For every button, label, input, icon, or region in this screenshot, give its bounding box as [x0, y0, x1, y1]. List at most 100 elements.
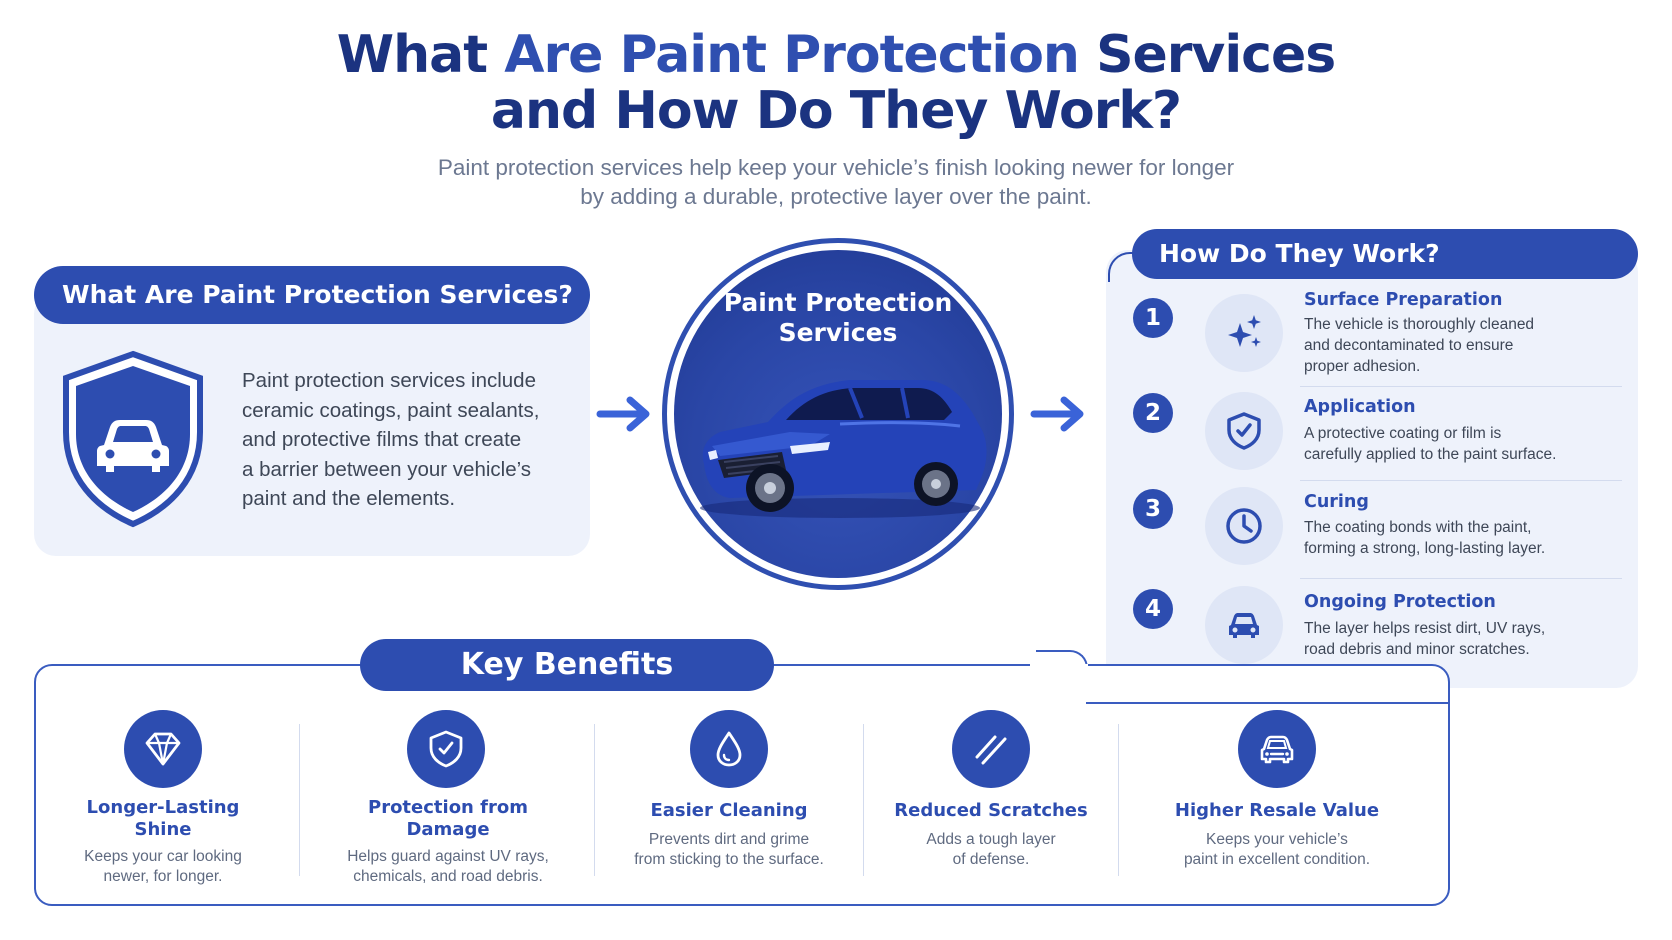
- step-desc-line: The vehicle is thoroughly cleaned: [1304, 316, 1535, 333]
- step-number-4: 4: [1133, 589, 1173, 629]
- benefit-title-line: Reduced Scratches: [894, 800, 1088, 821]
- benefit-desc-line: of defense.: [952, 851, 1030, 868]
- step-title-2: Application: [1304, 397, 1416, 417]
- step-description-1: The vehicle is thoroughly cleaned and de…: [1304, 314, 1604, 377]
- benefit-title-line: Protection from: [368, 797, 528, 818]
- sparkles-icon: [1228, 315, 1261, 347]
- benefit-title-line: Shine: [134, 819, 192, 840]
- step-number-3: 3: [1133, 489, 1173, 529]
- step-desc-line: The coating bonds with the paint,: [1304, 519, 1532, 536]
- step-icon-circle: [1205, 487, 1283, 565]
- step-desc-line: carefully applied to the paint surface.: [1304, 446, 1557, 463]
- benefit-desc-line: chemicals, and road debris.: [353, 868, 543, 885]
- benefit-divider: [1118, 724, 1119, 876]
- step-desc-line: forming a strong, long-lasting layer.: [1304, 540, 1546, 557]
- title-word-what: What: [336, 25, 488, 85]
- benefit-desc-line: Helps guard against UV rays,: [347, 848, 549, 865]
- benefit-desc-line: paint in excellent condition.: [1183, 851, 1371, 868]
- page-title-line-2: and How Do They Work?: [0, 82, 1672, 140]
- what-are-description: Paint protection services include cerami…: [242, 366, 562, 514]
- step-divider: [1300, 480, 1622, 481]
- benefit-desc-line: Adds a tough layer: [926, 831, 1056, 848]
- benefit-title-line: Damage: [406, 819, 490, 840]
- page-title-line-1: What Are Paint Protection Services: [0, 26, 1672, 84]
- benefit-icon-circle: [407, 710, 485, 788]
- benefit-description-5: Keeps your vehicle’s paint in excellent …: [1152, 830, 1402, 870]
- description-line: paint and the elements.: [242, 487, 456, 510]
- benefit-desc-line: Keeps your car looking: [84, 848, 242, 865]
- how-they-work-heading: How Do They Work?: [1132, 229, 1638, 279]
- step-divider: [1300, 386, 1622, 387]
- step-icon-circle: [1205, 392, 1283, 470]
- benefit-desc-line: newer, for longer.: [103, 868, 223, 885]
- description-line: ceramic coatings, paint sealants,: [242, 398, 540, 422]
- benefit-title-4: Reduced Scratches: [880, 800, 1102, 822]
- shield-check-icon: [1227, 412, 1261, 450]
- diamond-icon: [145, 732, 181, 766]
- title-words-are-paint-protection: Are Paint Protection: [504, 25, 1080, 85]
- step-title-1: Surface Preparation: [1304, 290, 1503, 310]
- blue-sedan-illustration: [700, 380, 987, 518]
- how-they-work-panel: [1106, 250, 1638, 688]
- benefits-box-top-border: [1086, 702, 1450, 704]
- arrow-right-icon: [1030, 396, 1084, 432]
- benefit-divider: [863, 724, 864, 876]
- scratch-lines-icon: [975, 735, 1007, 765]
- benefit-title-line: Easier Cleaning: [650, 800, 808, 821]
- benefit-description-4: Adds a tough layer of defense.: [880, 830, 1102, 870]
- step-divider: [1300, 578, 1622, 579]
- benefit-divider: [299, 724, 300, 876]
- benefit-icon-circle: [1238, 710, 1316, 788]
- step-description-4: The layer helps resist dirt, UV rays, ro…: [1304, 618, 1604, 660]
- benefit-icon-circle: [952, 710, 1030, 788]
- shield-check-icon: [429, 730, 463, 768]
- title-line-2-text: and How Do They Work?: [490, 81, 1182, 141]
- benefit-desc-line: from sticking to the surface.: [634, 851, 824, 868]
- benefit-title-3: Easier Cleaning: [604, 800, 854, 822]
- key-benefits-heading: Key Benefits: [360, 639, 774, 691]
- step-description-2: A protective coating or film is carefull…: [1304, 423, 1604, 465]
- center-title-line-2: Services: [778, 318, 898, 347]
- arrow-right-icon: [596, 396, 650, 432]
- benefit-description-2: Helps guard against UV rays, chemicals, …: [322, 847, 574, 887]
- benefit-divider: [594, 724, 595, 876]
- step-title-3: Curing: [1304, 492, 1369, 512]
- benefit-description-3: Prevents dirt and grime from sticking to…: [604, 830, 854, 870]
- title-word-services: Services: [1096, 25, 1336, 85]
- car-icon: [1229, 613, 1259, 638]
- step-desc-line: The layer helps resist dirt, UV rays,: [1304, 620, 1546, 637]
- step-number-2: 2: [1133, 393, 1173, 433]
- step-icon-circle: [1205, 294, 1283, 372]
- step-title-4: Ongoing Protection: [1304, 592, 1496, 612]
- benefit-title-line: Higher Resale Value: [1174, 800, 1380, 821]
- step-description-3: The coating bonds with the paint, formin…: [1304, 517, 1604, 559]
- description-line: Paint protection services include: [242, 369, 536, 392]
- clock-icon: [1226, 508, 1262, 544]
- benefit-description-1: Keeps your car looking newer, for longer…: [54, 847, 272, 887]
- car-front-icon: [1260, 735, 1294, 764]
- subtitle-line-1: Paint protection services help keep your…: [437, 155, 1235, 180]
- panel-corner-decoration: [1108, 252, 1148, 282]
- step-desc-line: and decontaminated to ensure: [1304, 337, 1514, 354]
- description-line: a barrier between your vehicle’s: [242, 457, 532, 481]
- benefit-icon-circle: [124, 710, 202, 788]
- benefit-title-2: Protection from Damage: [332, 797, 564, 841]
- benefit-icon-circle: [690, 710, 768, 788]
- step-icon-circle: [1205, 586, 1283, 664]
- step-desc-line: A protective coating or film is: [1304, 425, 1502, 442]
- step-desc-line: road debris and minor scratches.: [1304, 641, 1530, 658]
- description-line: and protective films that create: [242, 428, 522, 451]
- benefit-desc-line: Keeps your vehicle’s: [1206, 831, 1348, 848]
- center-title-line-1: Paint Protection: [723, 288, 953, 317]
- step-number-1: 1: [1133, 298, 1173, 338]
- benefit-title-line: Longer-Lasting: [86, 797, 240, 818]
- step-desc-line: proper adhesion.: [1304, 358, 1421, 375]
- what-are-heading: What Are Paint Protection Services?: [34, 266, 590, 324]
- water-drop-icon: [716, 731, 742, 767]
- benefit-title-1: Longer-Lasting Shine: [64, 797, 262, 841]
- benefits-box-notch-cover: [1030, 664, 1088, 708]
- subtitle-line-2: by adding a durable, protective layer ov…: [580, 184, 1092, 209]
- benefit-desc-line: Prevents dirt and grime: [648, 831, 810, 848]
- shield-car-icon: [63, 350, 203, 528]
- benefit-title-5: Higher Resale Value: [1152, 800, 1402, 822]
